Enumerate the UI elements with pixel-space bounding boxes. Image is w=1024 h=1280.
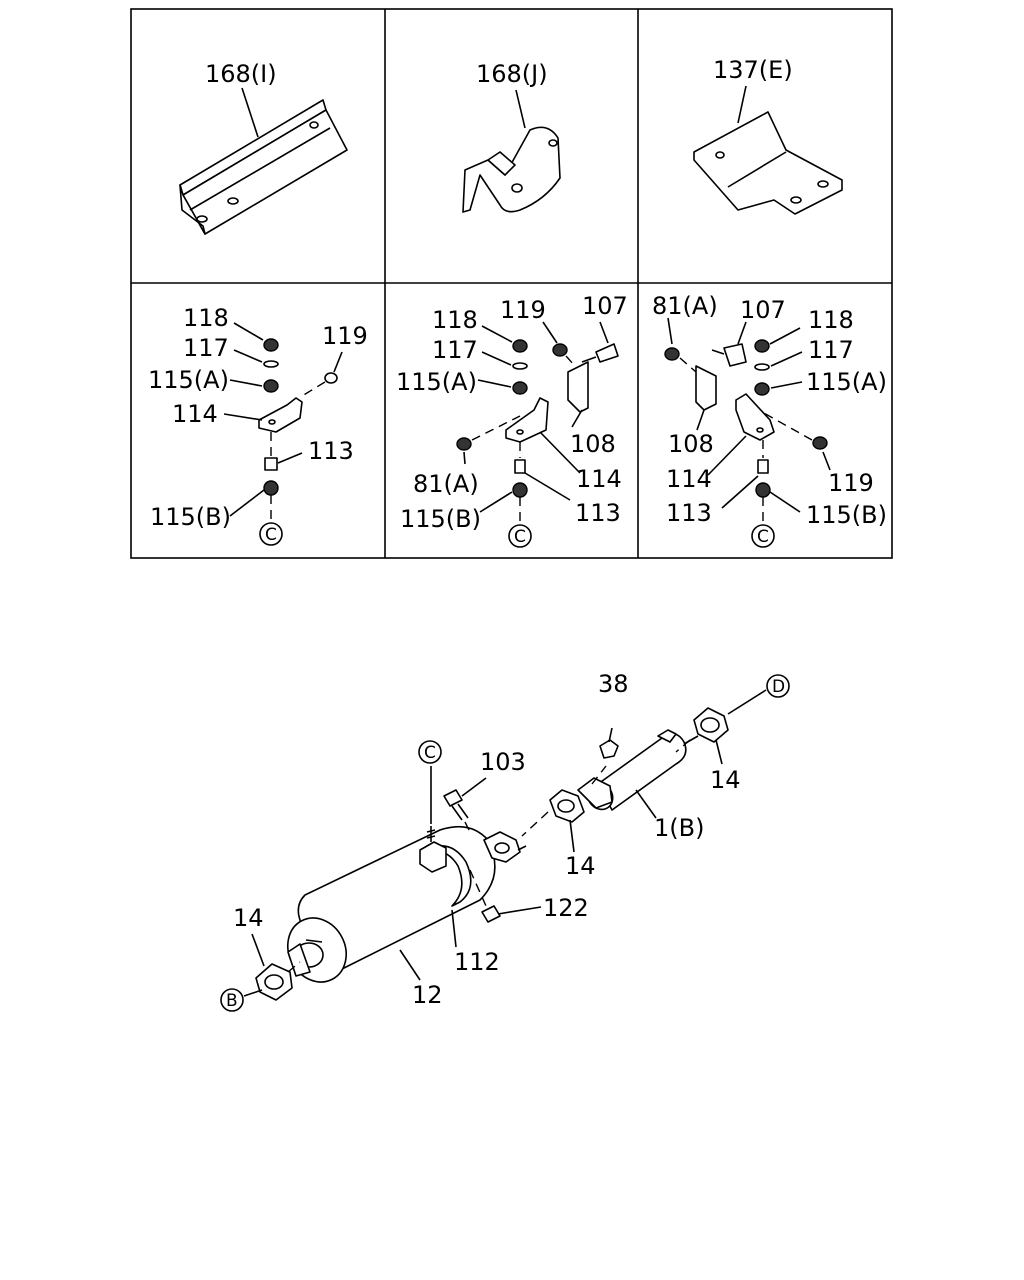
label-m1b: 1(B) — [654, 814, 704, 842]
label-168j: 168(J) — [476, 60, 548, 88]
main-leader-lines — [243, 689, 767, 997]
label-bC: C — [514, 527, 526, 547]
label-b107: 107 — [582, 292, 628, 320]
label-b115a: 115(A) — [396, 368, 477, 396]
label-b115b: 115(B) — [400, 505, 481, 533]
label-c115b: 115(B) — [806, 501, 887, 529]
exhaust-assembly — [255, 707, 729, 1001]
label-mB: B — [226, 991, 238, 1011]
label-a114: 114 — [172, 400, 218, 428]
label-a113: 113 — [308, 437, 354, 465]
label-m14m: 14 — [565, 852, 596, 880]
label-b118: 118 — [432, 306, 478, 334]
label-mC: C — [424, 743, 436, 763]
label-b113: 113 — [575, 499, 621, 527]
label-m12: 12 — [412, 981, 443, 1009]
panel-grid — [130, 8, 893, 559]
bracket-168i — [179, 87, 348, 235]
label-m103: 103 — [480, 748, 526, 776]
label-b108: 108 — [570, 430, 616, 458]
label-c113: 113 — [666, 499, 712, 527]
label-b114: 114 — [576, 465, 622, 493]
label-c108: 108 — [668, 430, 714, 458]
plate-137e — [693, 85, 843, 215]
label-a118: 118 — [183, 304, 229, 332]
bracket-168j — [462, 89, 561, 213]
label-mD: D — [772, 677, 785, 697]
label-c114: 114 — [666, 465, 712, 493]
label-b119: 119 — [500, 296, 546, 324]
label-c81a: 81(A) — [652, 292, 718, 320]
label-aC: C — [265, 525, 277, 545]
label-m14r: 14 — [710, 766, 741, 794]
label-m112: 112 — [454, 948, 500, 976]
mount-assembly-a — [223, 322, 343, 546]
label-m122: 122 — [543, 894, 589, 922]
label-a115b: 115(B) — [150, 503, 231, 531]
label-b81a: 81(A) — [413, 470, 479, 498]
label-c107: 107 — [740, 296, 786, 324]
label-c119: 119 — [828, 469, 874, 497]
ref-circle-c — [418, 740, 442, 764]
label-m14l: 14 — [233, 904, 264, 932]
label-b117: 117 — [432, 336, 478, 364]
label-a115a: 115(A) — [148, 366, 229, 394]
label-cC: C — [757, 527, 769, 547]
ref-circle-d — [766, 674, 790, 698]
label-137e: 137(E) — [713, 56, 793, 84]
label-168i: 168(I) — [205, 60, 277, 88]
label-a117: 117 — [183, 334, 229, 362]
ref-circle-b — [220, 988, 244, 1012]
mount-assembly-c — [664, 317, 831, 548]
mount-assembly-b — [456, 321, 619, 548]
label-a119: 119 — [322, 322, 368, 350]
label-m38: 38 — [598, 670, 629, 698]
label-c118: 118 — [808, 306, 854, 334]
label-c115a: 115(A) — [806, 368, 887, 396]
label-c117: 117 — [808, 336, 854, 364]
